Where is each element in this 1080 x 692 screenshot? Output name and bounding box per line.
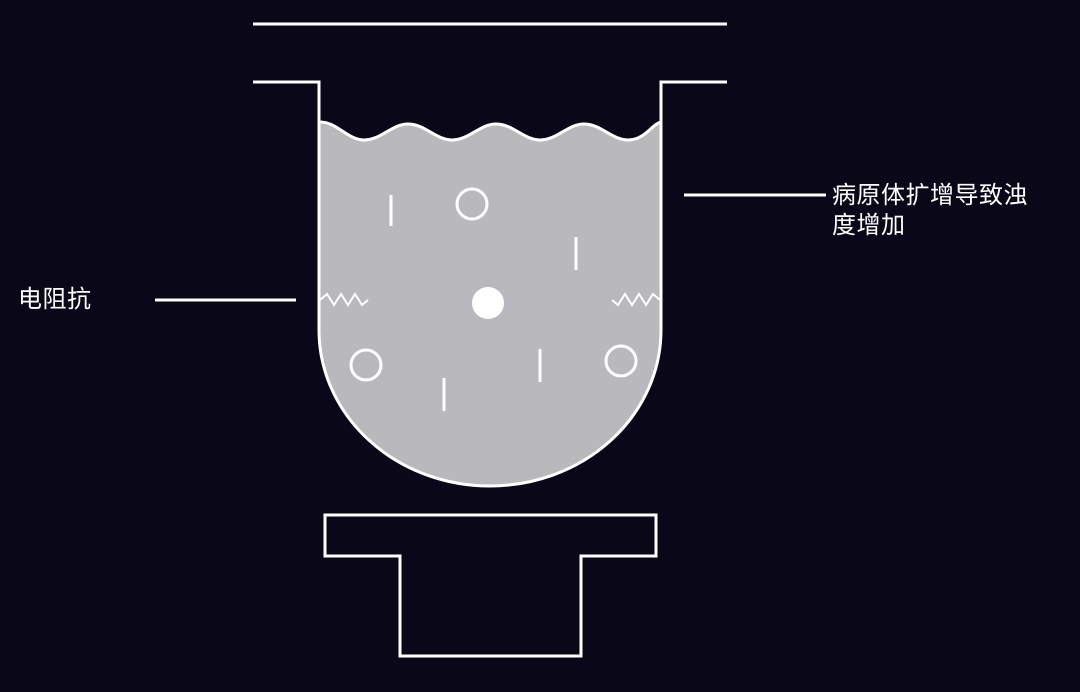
base-stand	[323, 513, 658, 658]
left-electrode-zigzag	[319, 292, 369, 307]
liquid-surface	[319, 120, 662, 142]
impedance-label: 电阻抗	[18, 285, 92, 313]
turbidity-label-line1: 病原体扩增导致浊	[832, 181, 1028, 209]
ring-pathogen	[349, 348, 383, 382]
turbidity-label: 病原体扩增导致浊 度增加	[832, 180, 1028, 240]
well-outline	[253, 80, 727, 488]
turbidity-label-line2: 度增加	[832, 211, 906, 239]
ring-pathogen	[455, 187, 489, 221]
ring-pathogen	[604, 344, 638, 378]
filled-particle	[472, 287, 504, 319]
right-electrode-zigzag	[611, 292, 661, 307]
